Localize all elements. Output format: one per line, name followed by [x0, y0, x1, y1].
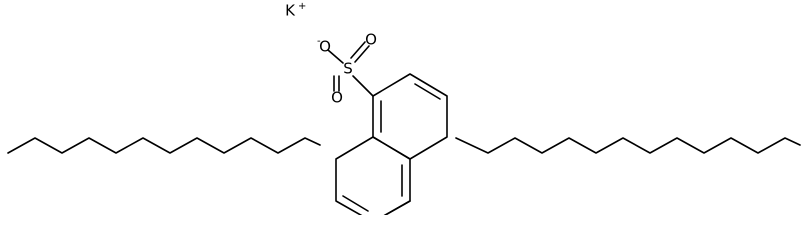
double-bond-top: [414, 83, 441, 100]
oxygen-top-label: O: [319, 38, 331, 56]
oxygen-right-label: O: [365, 31, 377, 49]
sulfur-to-oxygen-top-bond: [327, 49, 344, 64]
left-decyl-chain: [7, 137, 321, 154]
oxygen-top-charge: -: [317, 36, 321, 47]
oxygen-bottom-label: O: [331, 89, 343, 107]
naphthalene-upper-ring: [372, 73, 448, 160]
sulfur-to-ring-bond: [352, 75, 374, 97]
double-bond-bottom: [342, 195, 369, 212]
potassium-charge: +: [298, 1, 306, 12]
structure-canvas: K + O - S O O: [7, 1, 801, 215]
sulfur-label: S: [343, 60, 353, 78]
chemical-structure: K + O - S O O: [7, 1, 801, 215]
naphthalene-lower-ring-left: [335, 136, 411, 215]
sulfur-to-oxygen-right-double-1: [350, 41, 366, 59]
potassium-label: K: [285, 2, 296, 20]
sulfur-to-oxygen-right-double-2: [354, 45, 370, 63]
right-decyl-chain: [455, 137, 801, 154]
